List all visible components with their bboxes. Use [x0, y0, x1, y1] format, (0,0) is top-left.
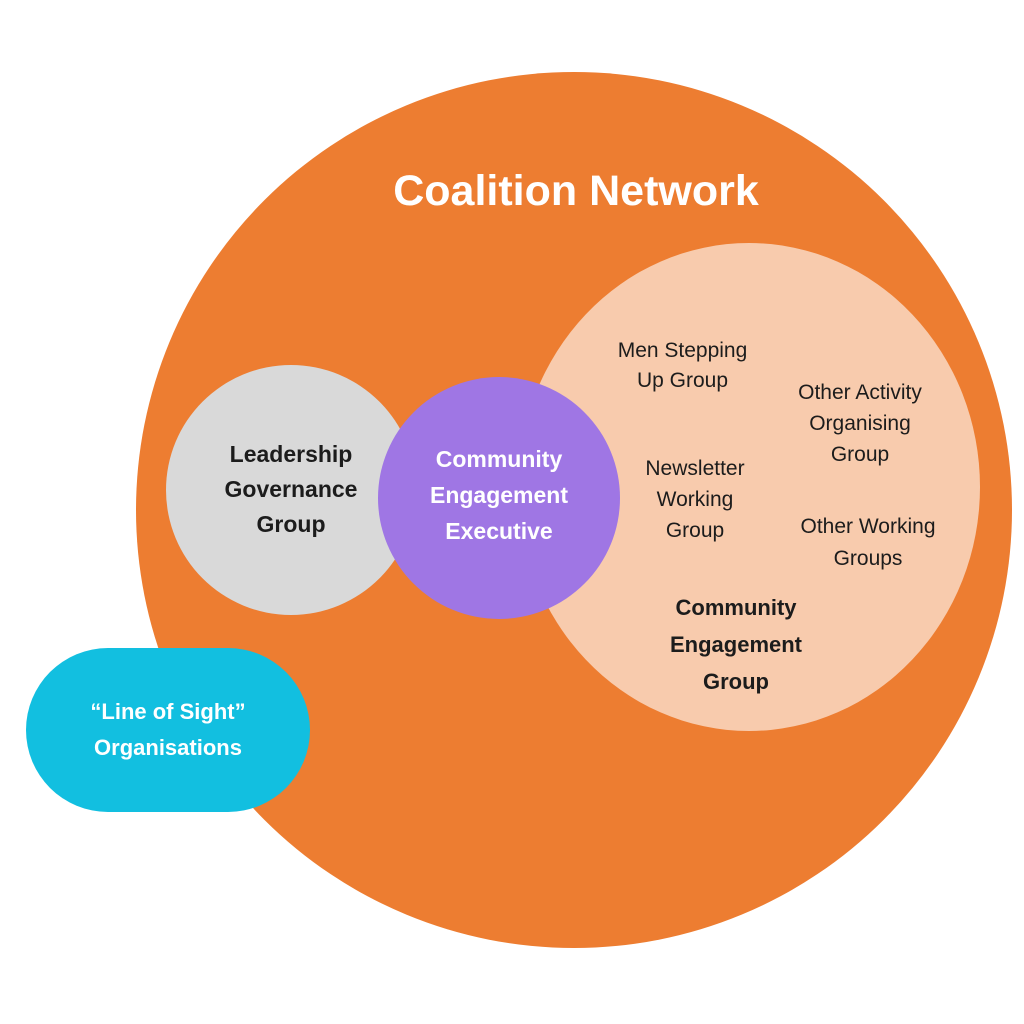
- leadership-governance-group-circle: [166, 365, 416, 615]
- coalition-network-title: Coalition Network: [393, 167, 759, 215]
- newsletter-working-group-label: Newsletter Working Group: [645, 457, 745, 542]
- other-activity-organising-group-label: Other Activity Organising Group: [798, 381, 922, 466]
- leadership-governance-group-label: Leadership Governance Group: [224, 441, 358, 537]
- line-of-sight-organisations-pill: [26, 648, 310, 812]
- community-engagement-executive-circle: [378, 377, 620, 619]
- other-working-groups-label: Other Working Groups: [800, 515, 936, 570]
- community-engagement-group-label: Community Engagement Group: [669, 595, 803, 694]
- line-of-sight-organisations-label: “Line of Sight” Organisations: [90, 699, 246, 760]
- men-stepping-up-group-label: Men Stepping Up Group: [617, 339, 748, 392]
- community-engagement-executive-label: Community Engagement Executive: [429, 446, 569, 544]
